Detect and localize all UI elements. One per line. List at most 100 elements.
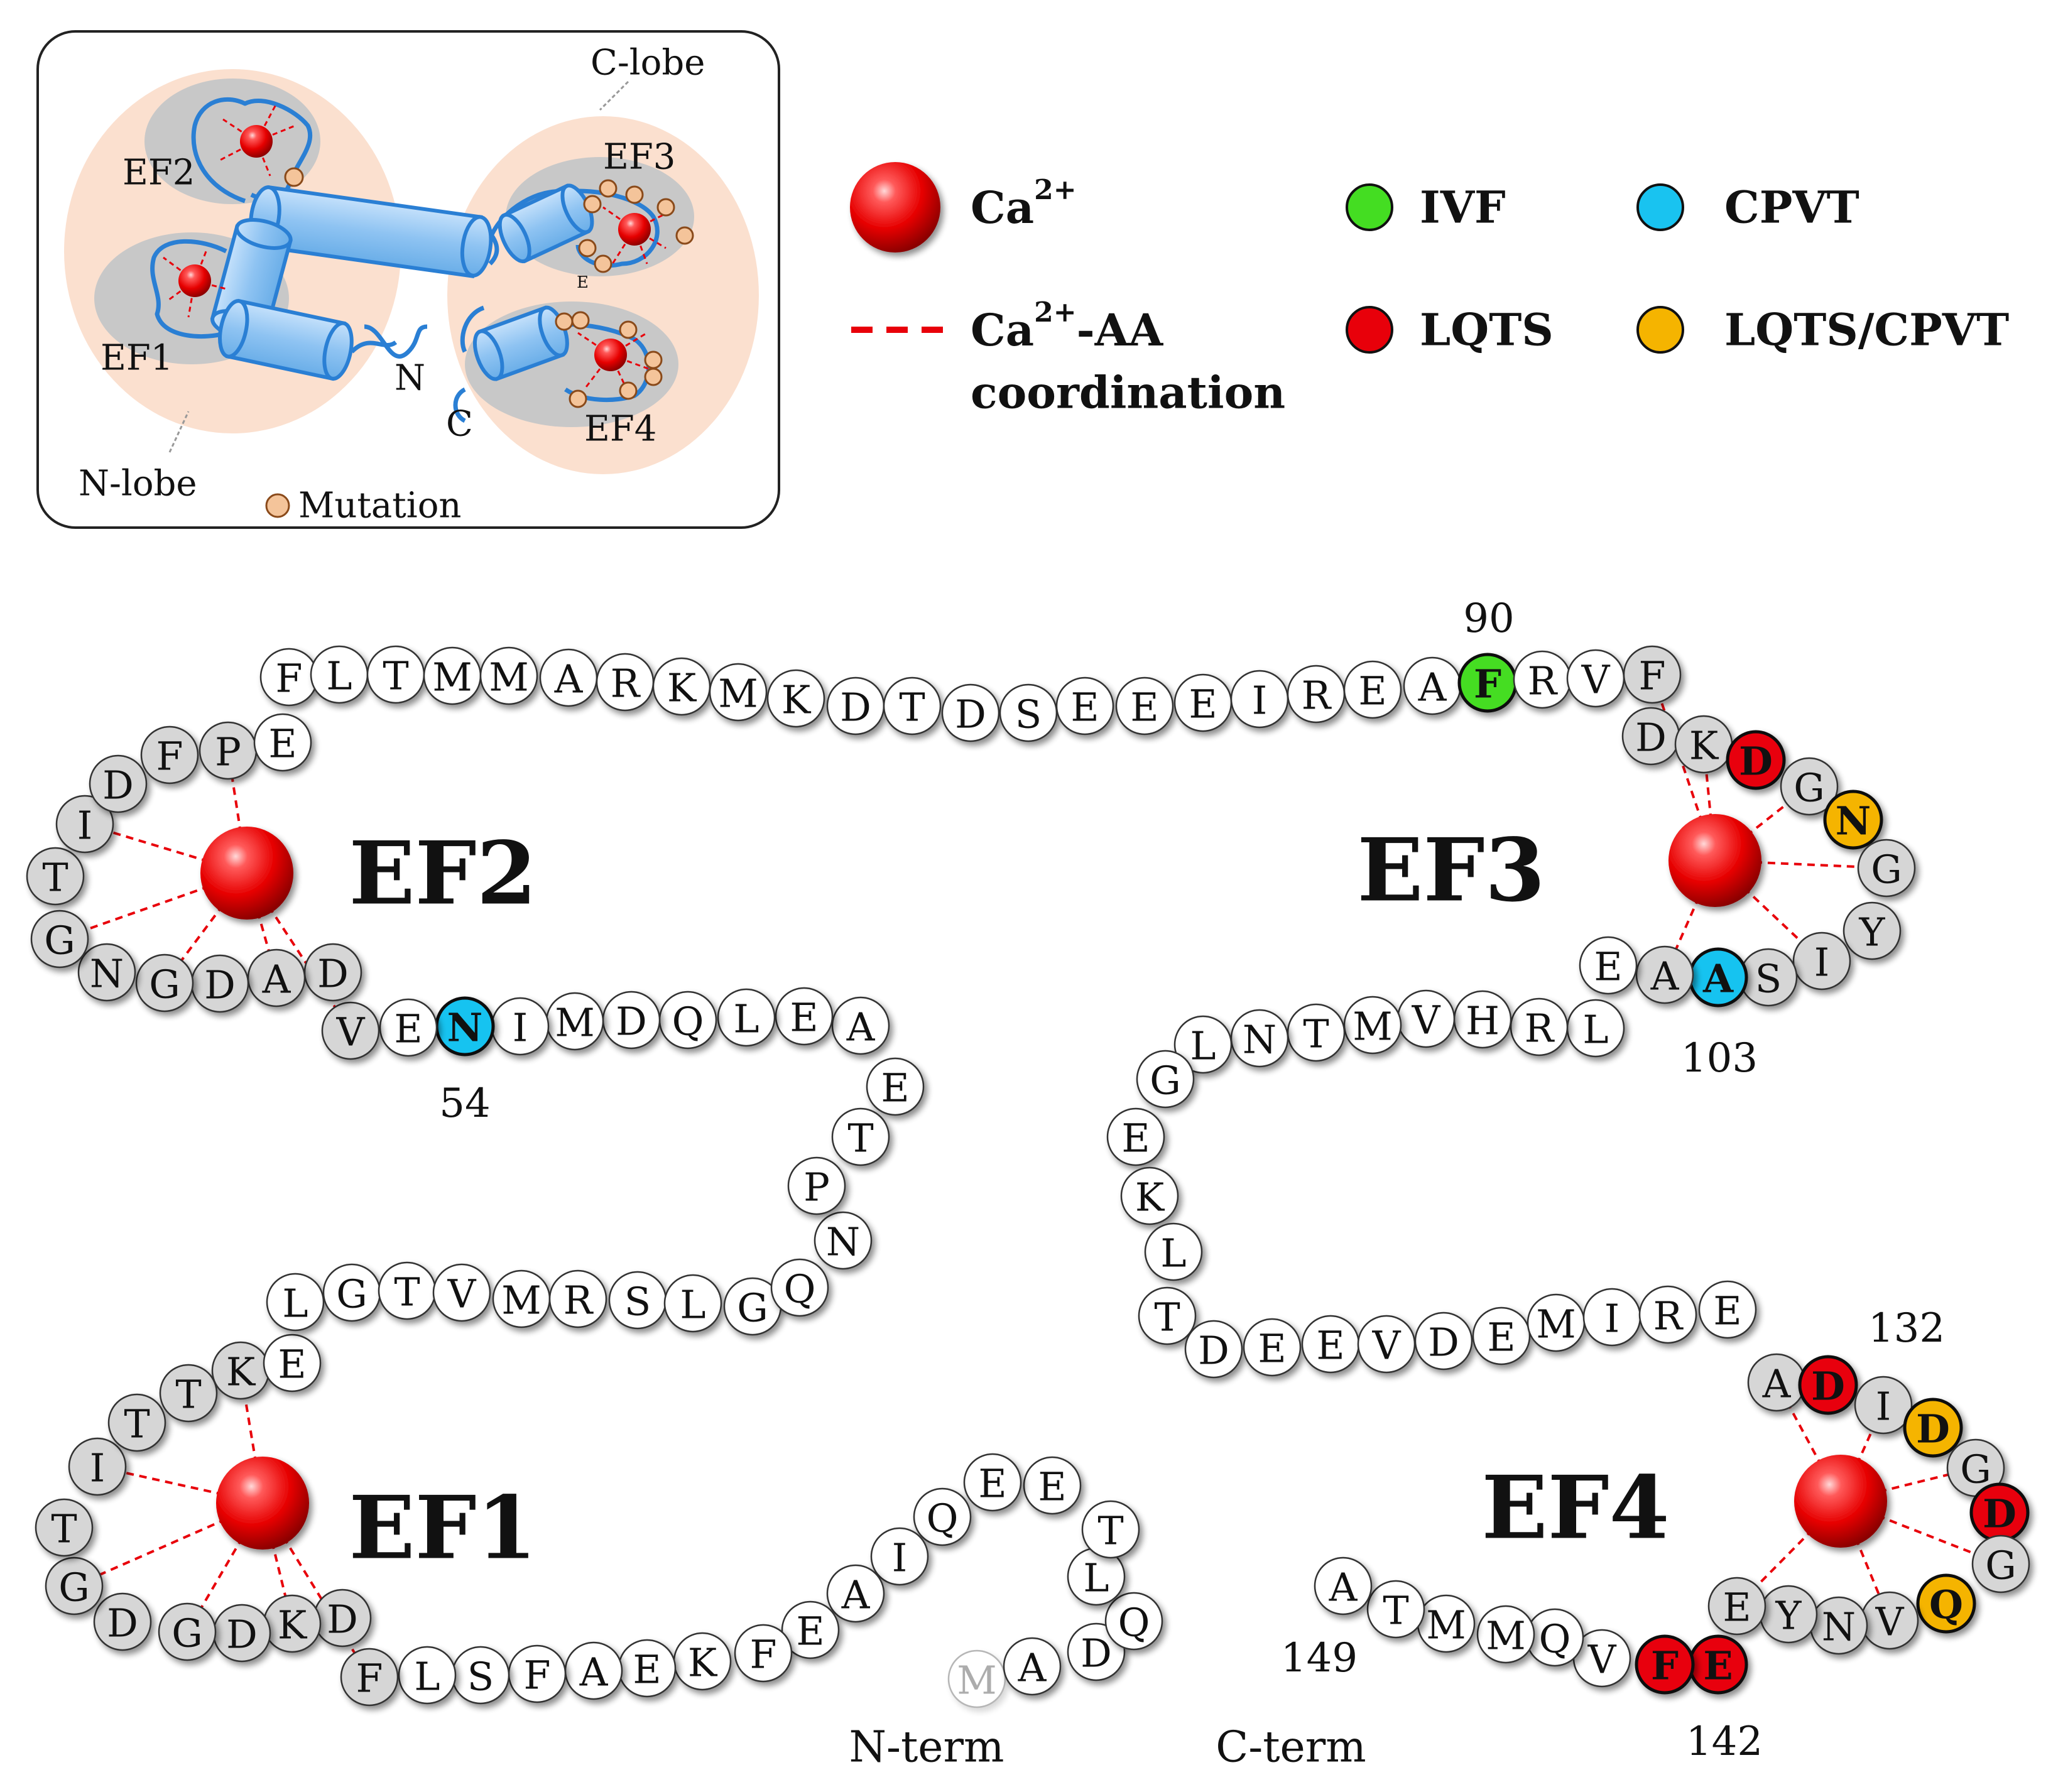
inset-ef4-label: EF4 bbox=[584, 409, 656, 450]
residue-26: G bbox=[45, 1556, 104, 1616]
residue-94: D bbox=[1621, 707, 1680, 766]
residue-letter-88: E bbox=[1358, 668, 1386, 714]
residue-letter-69: F bbox=[275, 656, 302, 702]
residue-circle-25 bbox=[93, 1592, 152, 1651]
residue-65: D bbox=[89, 754, 148, 813]
residue-circle-100 bbox=[1843, 901, 1902, 960]
legend-ca-ball bbox=[850, 162, 940, 253]
residue-letter-6: T bbox=[1097, 1508, 1123, 1554]
residue-50: Q bbox=[658, 991, 717, 1050]
residue-147: T bbox=[1366, 1580, 1425, 1639]
residue-51: D bbox=[602, 991, 661, 1050]
residue-44: P bbox=[787, 1156, 846, 1215]
residue-36: V bbox=[432, 1263, 491, 1322]
residue-131: I bbox=[1854, 1376, 1913, 1435]
residue-18: S bbox=[451, 1646, 510, 1705]
residue-letter-91: R bbox=[1528, 658, 1559, 704]
legend-lqts-swatch bbox=[1346, 306, 1393, 354]
legend-coordination-line1: Ca2+-AA bbox=[971, 296, 1164, 356]
residue-circle-113 bbox=[1173, 1015, 1233, 1074]
n-term-label: N-term bbox=[849, 1723, 1004, 1773]
residue-letter-127: R bbox=[1653, 1293, 1684, 1339]
residue-letter-90: F bbox=[1474, 661, 1501, 707]
inset-ca-ef4 bbox=[594, 339, 627, 371]
residue-81: D bbox=[941, 683, 1000, 742]
residue-letter-59: D bbox=[204, 962, 236, 1008]
mutation-residue-132 bbox=[1903, 1398, 1963, 1458]
c-term-label: C-term bbox=[1216, 1723, 1366, 1773]
residue-circle-55 bbox=[379, 998, 438, 1057]
residue-letter-21: D bbox=[327, 1597, 358, 1643]
residue-letter-50: Q bbox=[672, 999, 704, 1045]
residue-circle-1 bbox=[947, 1649, 1006, 1708]
residue-circle-116 bbox=[1120, 1166, 1179, 1225]
residue-letter-116: K bbox=[1135, 1175, 1165, 1220]
residue-letter-126: I bbox=[1604, 1296, 1620, 1342]
inset-mutation-label: Mutation bbox=[298, 486, 462, 526]
residue-letter-1: M bbox=[957, 1658, 996, 1703]
residue-112: N bbox=[1230, 1009, 1289, 1068]
residue-letter-36: V bbox=[447, 1271, 477, 1317]
residue-circle-118 bbox=[1138, 1286, 1197, 1345]
residue-circle-29 bbox=[107, 1393, 166, 1452]
residue-letter-72: M bbox=[432, 654, 472, 700]
residue-letter-73: M bbox=[489, 654, 528, 700]
inset-mutation-dots bbox=[284, 167, 694, 408]
residue-19: L bbox=[398, 1646, 457, 1705]
residue-128: E bbox=[1698, 1280, 1757, 1339]
residue-letter-32: E bbox=[278, 1342, 306, 1387]
residue-circle-12 bbox=[781, 1600, 840, 1659]
residue-9: Q bbox=[913, 1487, 972, 1546]
residue-letter-11: A bbox=[841, 1572, 871, 1618]
ef-labels: EF1 EF2 EF3 EF4 bbox=[349, 819, 1669, 1579]
residue-letter-129: A bbox=[1762, 1361, 1792, 1407]
residue-circle-28 bbox=[68, 1437, 127, 1496]
residue-letter-89: A bbox=[1418, 665, 1447, 710]
residue-circle-60 bbox=[135, 953, 194, 1013]
residue-111: T bbox=[1287, 1003, 1346, 1062]
residue-circle-2 bbox=[1003, 1637, 1062, 1696]
residue-circle-97 bbox=[1780, 757, 1839, 816]
residue-28: I bbox=[68, 1437, 127, 1496]
residue-letter-68: E bbox=[268, 721, 297, 767]
mutation-residue-130 bbox=[1798, 1355, 1858, 1415]
residue-circle-148 bbox=[1314, 1556, 1373, 1616]
position-90-label: 90 bbox=[1463, 595, 1514, 642]
residue-91: R bbox=[1513, 650, 1572, 709]
residue-104: A bbox=[1635, 945, 1694, 1004]
residue-letter-95: K bbox=[1689, 723, 1719, 769]
position-132-label: 132 bbox=[1868, 1305, 1945, 1352]
residue-circle-140 bbox=[1707, 1577, 1766, 1636]
inset-ef2-label: EF2 bbox=[122, 153, 195, 193]
residue-118: T bbox=[1138, 1286, 1197, 1345]
residue-circle-99 bbox=[1857, 839, 1916, 898]
residue-letter-10: I bbox=[892, 1535, 908, 1581]
residue-102: S bbox=[1739, 948, 1798, 1007]
residue-letter-46: E bbox=[881, 1065, 909, 1111]
residue-letter-58: A bbox=[262, 957, 291, 1002]
residue-letter-117: L bbox=[1160, 1230, 1186, 1276]
residue-letter-57: D bbox=[317, 951, 349, 997]
residue-circle-147 bbox=[1366, 1580, 1425, 1639]
residue-48: E bbox=[775, 987, 834, 1046]
residue-letter-115: E bbox=[1121, 1116, 1150, 1161]
residue-circle-6 bbox=[1081, 1500, 1140, 1559]
residue-31: K bbox=[211, 1341, 270, 1400]
residue-83: E bbox=[1055, 676, 1114, 736]
residue-letter-5: L bbox=[1083, 1555, 1109, 1601]
residue-letter-85: E bbox=[1189, 682, 1217, 727]
residue-circle-45 bbox=[831, 1107, 890, 1166]
residue-letter-26: G bbox=[58, 1565, 90, 1610]
residue-circle-122 bbox=[1357, 1315, 1416, 1374]
inset-ef1-label: EF1 bbox=[101, 338, 173, 379]
calcium-ions bbox=[200, 814, 1887, 1550]
residue-letter-52: M bbox=[555, 1000, 594, 1046]
residue-105: E bbox=[1579, 936, 1638, 995]
residue-96: D bbox=[1726, 730, 1786, 790]
residue-circle-84 bbox=[1115, 676, 1174, 736]
residue-letter-100: Y bbox=[1859, 910, 1886, 955]
residue-16: A bbox=[564, 1641, 623, 1700]
residue-circle-13 bbox=[734, 1624, 793, 1683]
residue-letter-113: L bbox=[1190, 1023, 1216, 1069]
